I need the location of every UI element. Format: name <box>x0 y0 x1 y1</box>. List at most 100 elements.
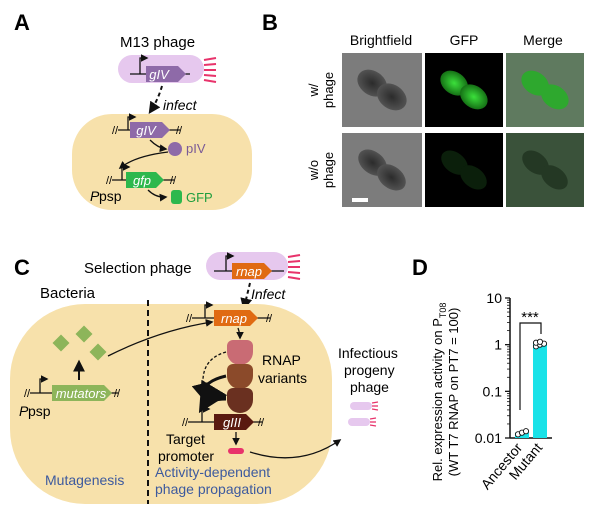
row-without-phage-l1: w/o <box>306 160 321 181</box>
gfp-label: GFP <box>186 190 213 205</box>
progeny-l2: progeny <box>344 362 395 378</box>
promoter-psp: psp <box>99 188 122 204</box>
significance-bracket <box>519 322 542 410</box>
progeny-l3: phage <box>350 379 389 395</box>
promoter-p: P <box>19 403 29 419</box>
promoter-arrow-icon <box>204 301 214 318</box>
y-tick-label: 0.01 <box>475 430 502 446</box>
dna-break-icon: // <box>112 125 119 137</box>
row-with-phage-l2: phage <box>321 72 336 108</box>
piv-label: pIV <box>186 141 206 156</box>
propagation-arrow-icon <box>249 439 342 459</box>
dna-break-icon: // <box>24 388 31 400</box>
phage-fiber-icon <box>203 57 217 83</box>
dim-cell-icon <box>522 150 568 190</box>
m13-phage-label: M13 phage <box>120 34 195 51</box>
expression-arrow-icon <box>149 139 168 153</box>
host-gene-label: gIV <box>136 123 157 138</box>
expression-arrow-icon <box>147 189 168 202</box>
data-points <box>514 338 548 438</box>
panel-c: C Selection phage rnap Infect Bacteria /… <box>10 252 398 504</box>
ylabel-sub: T08 <box>438 303 448 319</box>
column-brightfield: Brightfield <box>350 32 412 48</box>
significance-label: *** <box>521 309 539 326</box>
dna-break-icon: // <box>106 175 113 187</box>
y-tick-label: 10 <box>486 290 502 306</box>
panel-a-letter: A <box>14 10 30 35</box>
ylabel-line2: (WT T7 RNAP on PT7 = 100) <box>446 308 461 477</box>
promoter-psp: psp <box>28 403 51 419</box>
svg-text:Rel. expression activity on PT: Rel. expression activity on PT08 <box>430 303 448 482</box>
y-ticks: 0.01 0.1 1 10 <box>475 290 510 446</box>
column-gfp: GFP <box>450 32 479 48</box>
phage-fiber-icon <box>287 254 301 280</box>
data-point <box>536 338 544 345</box>
piii-protein-icon <box>228 448 244 454</box>
promoter-arrow-icon <box>121 163 131 180</box>
bacteria-label: Bacteria <box>40 285 96 302</box>
panel-a: A M13 phage gIV infect // // gIV pIV <box>14 10 252 210</box>
infect-label: Infect <box>251 286 286 302</box>
panel-c-letter: C <box>14 255 30 280</box>
promoter-arrow-icon <box>201 405 211 422</box>
row-with-phage-l1: w/ <box>306 83 321 97</box>
host-cell <box>72 114 252 210</box>
mutagenesis-label: Mutagenesis <box>45 472 124 488</box>
target-promoter-l2: promoter <box>158 448 214 464</box>
host-gene-giv <box>130 122 170 138</box>
rnap-variant-icon <box>227 340 253 365</box>
rnap-variant-icon <box>227 364 253 389</box>
gfp-protein-icon <box>171 190 182 204</box>
phage-gene-rnap <box>232 263 272 279</box>
dna-break-icon: // <box>266 313 273 325</box>
mutators-gene-label: mutators <box>56 386 107 401</box>
dna-break-icon: // <box>176 125 183 137</box>
progeny-l1: Infectious <box>338 345 398 361</box>
fluorescent-cell-icon <box>440 70 488 110</box>
scale-bar <box>352 198 368 202</box>
column-merge: Merge <box>523 32 563 48</box>
activation-arrow-icon <box>118 151 169 169</box>
rnap-gene-label: rnap <box>221 311 247 326</box>
fluorescent-cell-icon <box>521 70 569 110</box>
cell-icon <box>358 149 406 191</box>
phage-gene-giv <box>146 66 186 82</box>
ylabel-line1: Rel. expression activity on P <box>430 318 445 481</box>
panel-d-letter: D <box>412 255 428 280</box>
infect-arrow-icon <box>240 282 253 311</box>
rnap-variants-l2: variants <box>258 370 307 386</box>
dna-break-icon: // <box>186 313 193 325</box>
propagation-l1: Activity-dependent <box>155 464 270 480</box>
dna-break-icon: // <box>114 388 121 400</box>
phage-gene-label: gIV <box>149 67 170 82</box>
row-without-phage-l2: phage <box>321 152 336 188</box>
promoter-p: P <box>90 188 100 204</box>
target-promoter-l1: Target <box>166 431 205 447</box>
selection-phage-label: Selection phage <box>84 260 192 277</box>
dna-break-icon: // <box>182 417 189 429</box>
promoter-arrow-icon <box>139 54 149 74</box>
panel-b-letter: B <box>262 10 278 35</box>
propagation-l2: phage propagation <box>155 481 272 497</box>
y-tick-label: 0.1 <box>483 383 503 399</box>
dna-break-icon: // <box>258 417 265 429</box>
rnap-variants-l1: RNAP <box>262 352 301 368</box>
rnap-gene <box>214 310 258 326</box>
mutagenesis-arrow-icon <box>107 319 214 357</box>
y-axis-label: Rel. expression activity on PT08 (WT T7 … <box>430 303 461 482</box>
mutators-gene <box>52 385 112 401</box>
panel-b: B Brightfield GFP Merge w/ phage w/o pha… <box>262 10 584 207</box>
dim-cell-icon <box>441 150 487 190</box>
panel-d: D Rel. expression activity on PT08 (WT T… <box>412 255 552 492</box>
rnap-variant-icon <box>227 388 253 413</box>
dna-break-icon: // <box>170 175 177 187</box>
reporter-gene-label: gfp <box>133 173 151 188</box>
phage-gene-label: rnap <box>236 264 262 279</box>
expression-arrow-icon <box>236 327 244 340</box>
progeny-phage-icon <box>348 417 377 427</box>
promoter-arrow-icon <box>225 252 235 271</box>
promoter-arrow-icon <box>127 113 137 130</box>
progeny-phage-icon <box>350 401 379 411</box>
y-tick-label: 1 <box>494 337 502 353</box>
piv-protein-icon <box>168 142 182 156</box>
